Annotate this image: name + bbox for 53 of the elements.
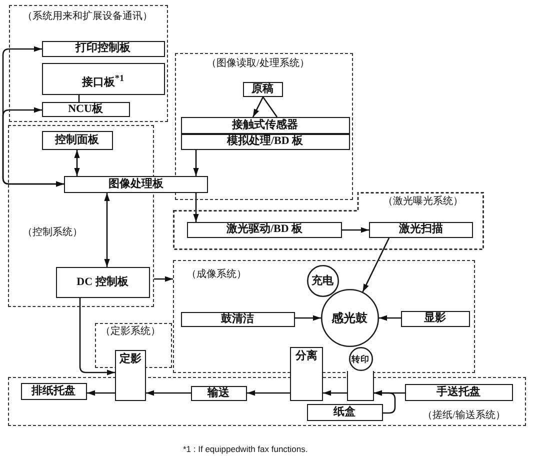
arrow	[374, 390, 396, 414]
process-box: 图像处理板	[64, 176, 208, 193]
arrow	[362, 238, 390, 292]
group-title: （激光曝光系统）	[383, 196, 463, 208]
process-box: 显影	[400, 310, 470, 326]
footnote-text: *1 : If equippedwith fax functions.	[183, 444, 308, 454]
arrow	[295, 315, 321, 321]
dashed-frame	[9, 5, 168, 122]
group-title: （图像读取/处理系统）	[206, 58, 310, 70]
group-title: （系统用来和扩展设备通讯）	[22, 10, 152, 22]
arrow	[323, 390, 347, 396]
dashed-frame	[173, 192, 484, 250]
process-box: 原稿	[242, 82, 282, 96]
group-title: （成像系统）	[186, 268, 246, 280]
arrow	[247, 390, 290, 396]
open-top-box	[347, 371, 374, 401]
arrow	[79, 298, 115, 376]
dashed-frame	[175, 53, 353, 200]
process-box: NCU板	[42, 102, 130, 116]
process-box: 定影	[115, 350, 146, 401]
process-box: 输送	[190, 386, 246, 400]
process-box: 激光扫描	[369, 222, 473, 238]
process-box: 纸盒	[306, 404, 382, 420]
process-box: DC 控制板	[56, 266, 150, 298]
process-box: 排纸托盘	[20, 382, 86, 400]
arrow	[146, 390, 191, 396]
process-box: 分离	[290, 347, 323, 401]
process-box: 接口板$^{*1}$	[42, 62, 164, 94]
process-box: 控制面板	[42, 130, 112, 150]
process-box: 激光驱动/BD 板	[187, 222, 342, 238]
arrow	[252, 96, 264, 118]
process-box: 模拟处理/BD 板	[180, 134, 350, 150]
process-box: 接触式传感器	[180, 116, 350, 134]
arrow	[342, 227, 369, 233]
double-arrow	[104, 193, 110, 267]
group-title: （定影系统）	[100, 326, 160, 338]
dashed-frame	[8, 377, 526, 426]
group-title: （搓纸/输送系统）	[422, 410, 506, 422]
arrow	[87, 390, 115, 396]
double-arrow	[2, 107, 64, 187]
node-label: 转印	[352, 354, 370, 364]
arrow	[193, 193, 199, 222]
process-box: 打印控制板	[42, 40, 164, 56]
process-box: 手送托盘	[404, 384, 512, 400]
arrow	[193, 150, 199, 176]
connector-line	[262, 96, 278, 118]
process-box: 鼓清洁	[180, 312, 294, 326]
arrow	[379, 315, 401, 321]
double-arrow	[74, 150, 80, 176]
group-title: （控制系统）	[22, 226, 82, 238]
arrow	[154, 276, 173, 282]
node-label: 充电	[312, 274, 334, 286]
node-label: 感光鼓	[332, 310, 368, 324]
